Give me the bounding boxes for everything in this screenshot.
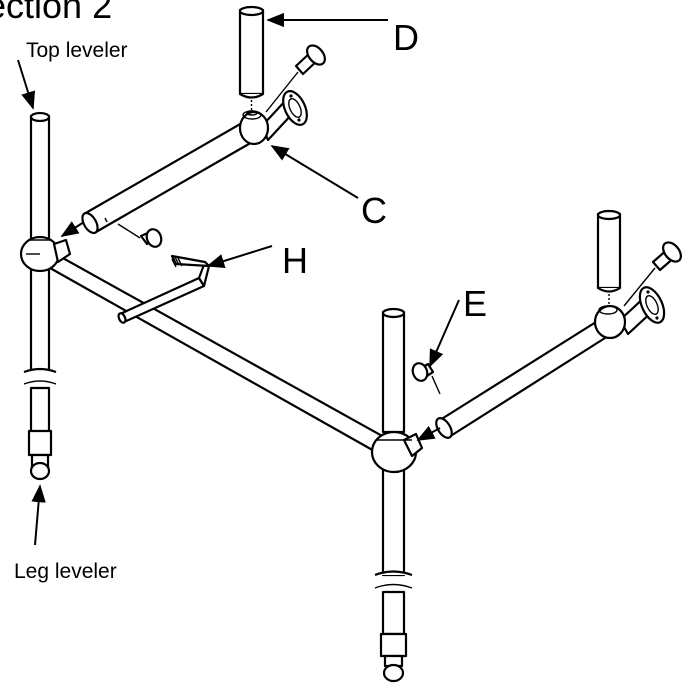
right-elbow-fitting [593,286,666,340]
leg-leveler-label: Leg leveler [14,560,117,583]
center-post [374,307,413,683]
label-c: C [361,190,387,231]
h-leader [206,245,273,269]
label-e: E [463,283,487,324]
back-screw-cap [265,44,326,113]
right-dowel [596,209,622,308]
right-screw-cap [623,241,682,307]
back-elbow-fitting [238,110,270,146]
top-leveler-leader [17,59,36,110]
part-e-screw-cap [411,362,441,395]
label-d: D [393,17,419,58]
part-d-dowel [238,5,265,112]
left-post [23,111,57,481]
right-rail-pipe [435,320,607,439]
e-leader [429,299,460,368]
right-pipe-arrow [416,425,441,441]
left-screw-cap [117,223,163,248]
front-rail-pipe [48,250,386,454]
leg-leveler-leader [31,484,46,546]
left-joint-fitting [19,235,72,273]
center-joint-fitting [370,430,424,474]
top-leveler-label: Top leveler [26,39,128,62]
c-leader [270,145,359,199]
section-heading: ection 2 [0,0,112,26]
back-wall-flange [260,90,308,142]
back-rail-pipe [81,121,256,235]
label-h: H [282,240,308,281]
back-pipe-arrow [60,221,85,237]
